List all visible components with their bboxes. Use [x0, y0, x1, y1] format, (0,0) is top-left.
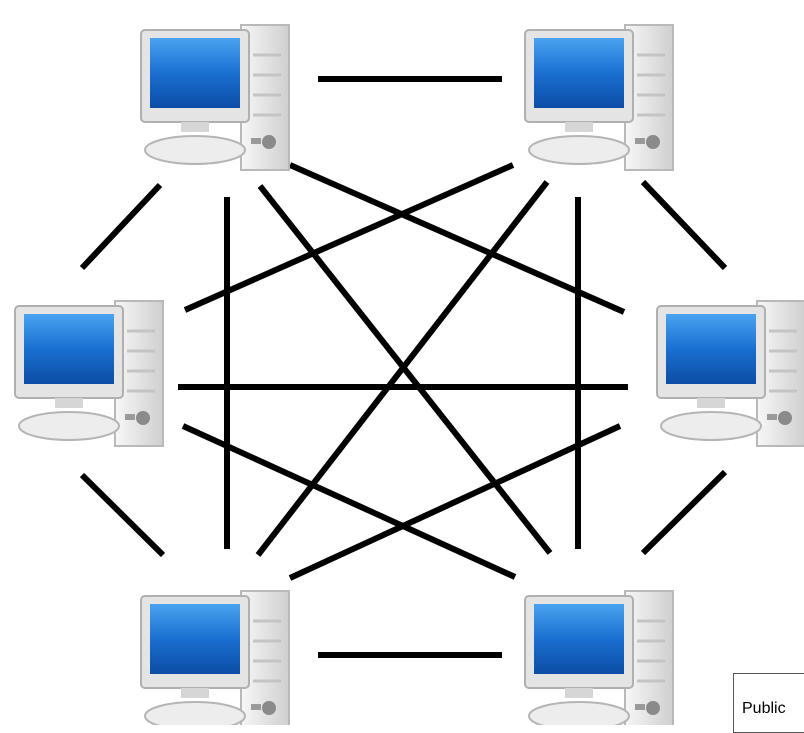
desktop-computer-icon [655, 299, 804, 448]
link-top-right-bottom-left [255, 180, 550, 557]
link-top-right-middle-left [183, 162, 515, 313]
link-middle-left-bottom-right [181, 423, 517, 580]
desktop-computer-icon [139, 589, 291, 725]
desktop-computer-icon [139, 23, 291, 172]
connection-lines [79, 76, 728, 658]
caption-text: Public [742, 700, 786, 717]
caption-box: Public [733, 673, 804, 733]
link-top-left-middle-right [288, 162, 626, 315]
desktop-computer-icon [13, 299, 165, 448]
link-middle-left-bottom-left [79, 472, 166, 558]
desktop-computer-icon [523, 23, 675, 172]
link-middle-right-bottom-right [640, 469, 728, 556]
link-top-right-middle-right [640, 179, 728, 271]
link-top-left-middle-left [79, 182, 163, 271]
desktop-computer-icon [523, 589, 675, 725]
link-middle-right-bottom-left [288, 423, 622, 581]
